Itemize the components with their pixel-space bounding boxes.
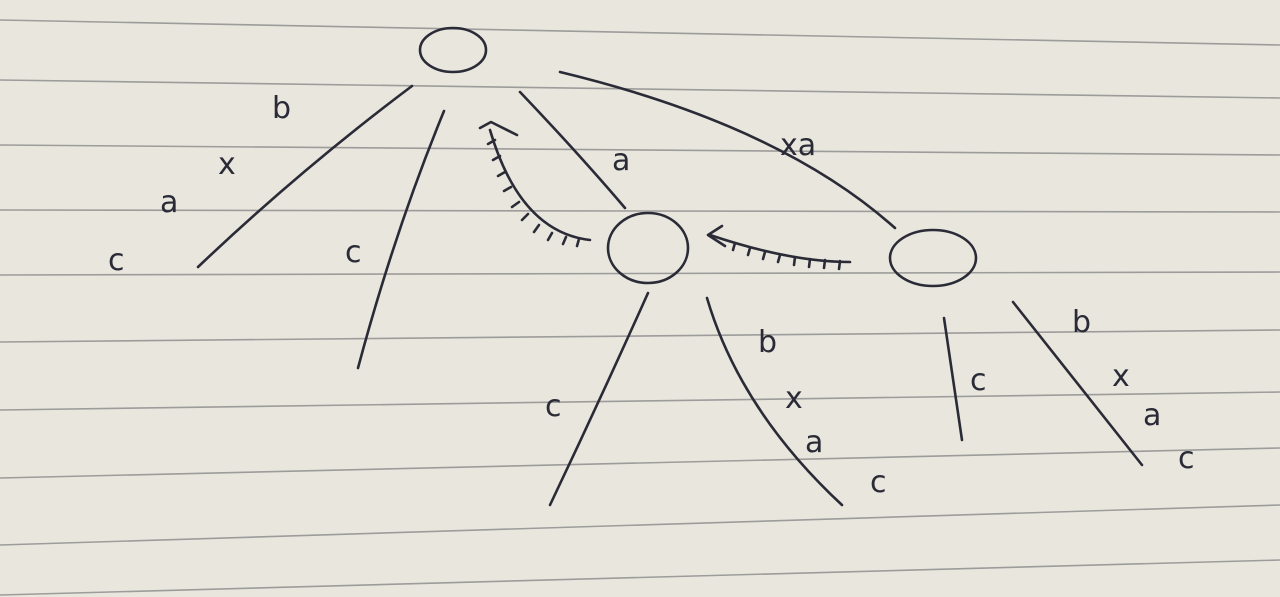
edge-label-a6: a xyxy=(1143,398,1161,433)
edge-right-leaf-5 xyxy=(942,316,964,442)
edge-label-x4: x xyxy=(785,381,803,416)
edge-label-b6: b xyxy=(1072,305,1091,340)
suffix-link-middle-to-root xyxy=(478,120,592,248)
edge-label-c3: c xyxy=(545,389,562,424)
right-node xyxy=(888,228,978,288)
edge-root-right xyxy=(558,70,897,230)
edge-label-c4: c xyxy=(870,465,887,500)
edge-label-a2: a xyxy=(612,143,630,178)
root-node xyxy=(418,26,488,74)
edge-label-c6: c xyxy=(1178,441,1195,476)
edge-label-c2: c xyxy=(345,235,362,270)
edge-label-c5: c xyxy=(970,363,987,398)
middle-node xyxy=(606,211,690,285)
edge-middle-leaf-3 xyxy=(548,291,650,507)
suffix-link-right-to-middle xyxy=(706,224,852,271)
edge-root-middle xyxy=(518,90,627,210)
edge-label-c1: c xyxy=(108,243,125,278)
edge-label-xa: xa xyxy=(780,128,816,163)
edge-middle-leaf-4 xyxy=(705,296,844,507)
paper-rules xyxy=(0,19,1280,596)
edge-label-x6: x xyxy=(1112,359,1130,394)
edge-root-leaf-2 xyxy=(356,109,446,370)
edge-label-a1: a xyxy=(160,185,178,220)
edge-label-b4: b xyxy=(758,325,777,360)
edge-root-leaf-1 xyxy=(196,84,414,269)
edge-label-x1: x xyxy=(218,147,236,182)
edge-label-a4: a xyxy=(805,425,823,460)
edge-label-b1: b xyxy=(272,91,291,126)
edge-right-leaf-6 xyxy=(1011,300,1144,467)
